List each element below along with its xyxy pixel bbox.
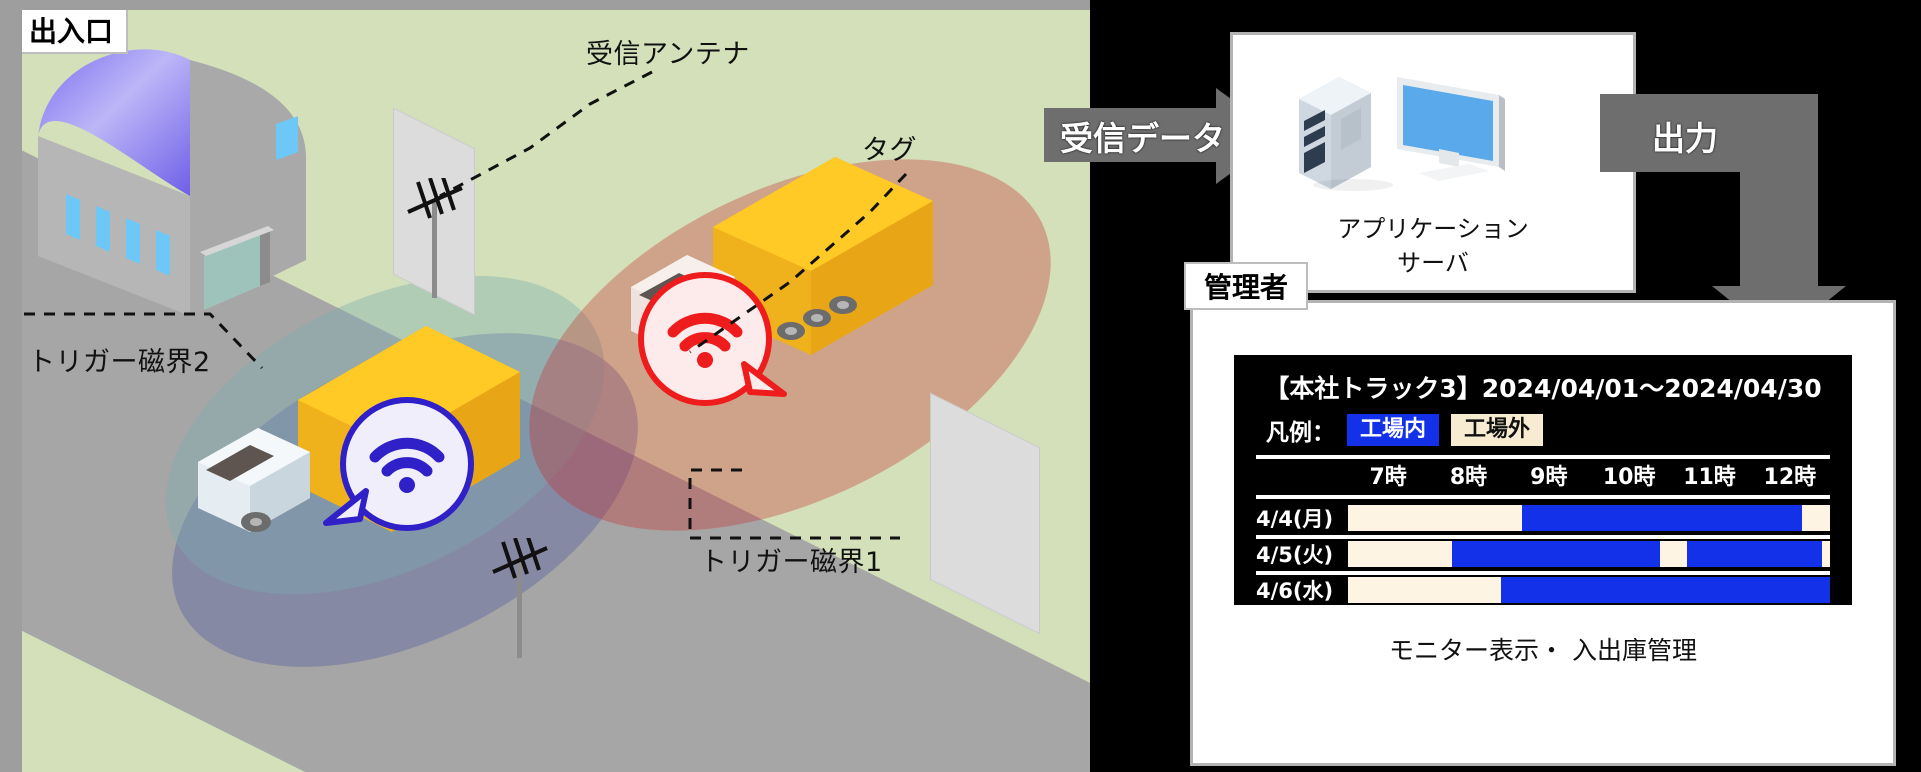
server-and-monitor-icon [1299,77,1505,191]
server-caption: アプリケーション サーバ [1233,213,1633,280]
wifi-signal-icon [667,312,743,368]
time-axis-header: 7時 8時 9時 10時 11時 12時 [1234,459,1852,490]
label-trigger-field-2: トリガー磁界2 [28,347,211,378]
gantt-row[interactable]: 4/4(月) [1256,503,1830,533]
time-tick: 12時 [1763,465,1817,490]
legend-label: 凡例： [1266,420,1335,446]
legend-chip-inside: 工場内 [1347,413,1440,447]
bubble-tail-red [741,361,787,397]
time-tick: 10時 [1602,465,1656,490]
label-tag: タグ [862,135,917,166]
gantt-row-rule [1256,607,1830,611]
monitor-legend: 凡例： 工場内 工場外 [1266,413,1544,447]
label-receiving-antenna: 受信アンテナ [586,39,750,70]
gantt-segment-inside[interactable] [1452,541,1660,567]
facility-scene: 出入口 受信アンテナ タグ トリガー磁界2 トリガー磁界1 [0,0,1090,772]
wifi-signal-icon [369,437,445,493]
gantt-row-label: 4/4(月) [1256,507,1334,531]
axis-rule-under-header [1256,495,1830,499]
output-label: 出力 [1652,119,1718,158]
gantt-segment-inside[interactable] [1500,577,1830,603]
wifi-bubble-red [638,272,787,406]
gantt-row-label: 4/6(水) [1256,579,1334,603]
scene-left-border [0,0,22,772]
entrance-label: 出入口 [14,6,128,54]
gantt-row[interactable]: 4/5(火) [1256,539,1830,569]
gantt-row[interactable]: 4/6(水) [1256,575,1830,605]
gantt-segment-outside[interactable] [1348,505,1523,531]
gantt-segment-outside[interactable] [1659,541,1687,567]
gantt-segment-outside[interactable] [1801,505,1830,531]
output-arrow-vertical [1740,94,1818,294]
administrator-label: 管理者 [1184,262,1308,310]
legend-chip-outside: 工場外 [1451,413,1544,447]
gantt-row-label: 4/5(火) [1256,543,1334,567]
receive-data-arrow-shaft [1044,108,1224,162]
gantt-segment-outside[interactable] [1348,541,1453,567]
gantt-segment-inside[interactable] [1522,505,1802,531]
receiving-antenna-upper-icon [407,178,463,298]
time-tick: 11時 [1683,465,1736,490]
gantt-segment-inside[interactable] [1687,541,1822,567]
scene-top-border [0,0,1090,10]
axis-rule-top [1256,455,1830,459]
monitor-display: 【本社トラック3】2024/04/01〜2024/04/30 凡例： 工場内 工… [1234,355,1852,611]
warehouse-building [38,49,306,316]
wifi-bubble-blue [323,397,474,531]
monitor-title: 【本社トラック3】2024/04/01〜2024/04/30 [1264,374,1822,403]
receiving-antenna-lower-icon [492,538,548,658]
gantt-row-rule [1256,571,1830,575]
gantt-track [1348,505,1830,531]
gantt-row-rule [1256,535,1830,539]
server-caption-line1: アプリケーション [1337,215,1529,243]
gantt-track [1348,541,1830,567]
time-tick: 9時 [1530,465,1568,490]
administrator-card: 【本社トラック3】2024/04/01〜2024/04/30 凡例： 工場内 工… [1190,300,1896,766]
admin-caption: モニター表示・ 入出庫管理 [1389,636,1697,665]
bubble-tail-blue [323,488,369,526]
time-tick: 7時 [1369,465,1407,490]
gantt-segment-outside[interactable] [1821,541,1830,567]
label-trigger-field-1: トリガー磁界1 [700,547,883,578]
gantt-segment-outside[interactable] [1348,577,1501,603]
system-panel: 受信データ [1044,0,1921,772]
application-server-card: アプリケーション サーバ [1230,32,1636,293]
server-caption-line2: サーバ [1397,248,1469,277]
gantt-track [1348,577,1830,603]
receive-data-label: 受信データ [1060,119,1225,158]
time-tick: 8時 [1449,465,1488,490]
